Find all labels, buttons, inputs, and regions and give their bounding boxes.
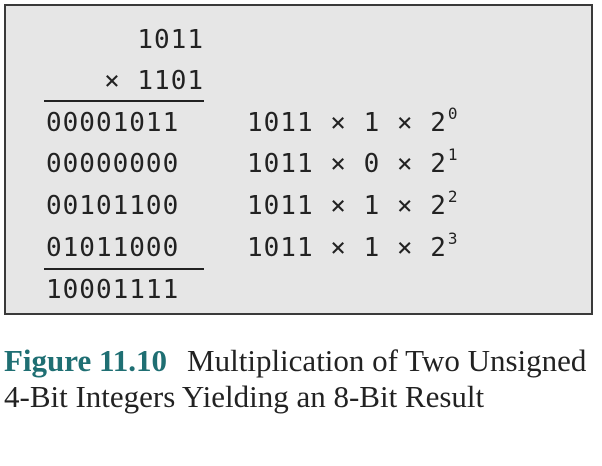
multiplicand: 1011 bbox=[137, 25, 204, 55]
bottom-rule bbox=[44, 268, 204, 270]
times-sign: × bbox=[396, 233, 414, 263]
expr-operand: 1011 bbox=[247, 149, 314, 179]
times-sign: × bbox=[330, 191, 347, 221]
expr-bit: 1 bbox=[363, 108, 381, 138]
times-sign: × bbox=[396, 108, 414, 138]
multiplication-figure: 1011 × 1101 00001011 1011 × 1 × 20 00000… bbox=[4, 4, 593, 315]
expr-base: 2 bbox=[430, 108, 447, 138]
expr-operand: 1011 bbox=[247, 191, 314, 221]
partial-product-2: 00000000 bbox=[46, 149, 180, 179]
partial-product-1: 00001011 bbox=[46, 108, 180, 138]
caption-text: Multiplication of Two Unsigned 4-Bit Int… bbox=[4, 343, 587, 414]
times-sign: × bbox=[330, 108, 347, 138]
times-sign: × bbox=[330, 149, 347, 179]
partial-expression-1: 1011 × 1 × 20 bbox=[247, 104, 459, 142]
times-sign: × bbox=[396, 191, 414, 221]
expr-bit: 0 bbox=[363, 149, 381, 179]
figure-label: Figure 11.10 bbox=[4, 343, 168, 378]
expr-operand: 1011 bbox=[247, 233, 314, 263]
expr-base: 2 bbox=[430, 191, 447, 221]
expr-exponent: 2 bbox=[447, 187, 459, 206]
partial-expression-4: 1011 × 1 × 23 bbox=[247, 229, 459, 267]
expr-bit: 1 bbox=[363, 191, 381, 221]
multiplier: × 1101 bbox=[104, 66, 204, 96]
partial-product-4: 01011000 bbox=[46, 233, 180, 263]
expr-exponent: 1 bbox=[447, 145, 459, 164]
times-sign: × bbox=[396, 149, 414, 179]
partial-expression-2: 1011 × 0 × 21 bbox=[247, 145, 459, 183]
expr-base: 2 bbox=[430, 233, 447, 263]
top-rule bbox=[44, 100, 204, 102]
expr-bit: 1 bbox=[363, 233, 381, 263]
expr-exponent: 3 bbox=[447, 229, 459, 248]
times-sign: × bbox=[330, 233, 347, 263]
partial-product-3: 00101100 bbox=[46, 191, 180, 221]
expr-exponent: 0 bbox=[447, 104, 459, 123]
expr-base: 2 bbox=[430, 149, 447, 179]
final-product: 10001111 bbox=[46, 275, 180, 305]
expr-operand: 1011 bbox=[247, 108, 314, 138]
partial-expression-3: 1011 × 1 × 22 bbox=[247, 187, 459, 225]
